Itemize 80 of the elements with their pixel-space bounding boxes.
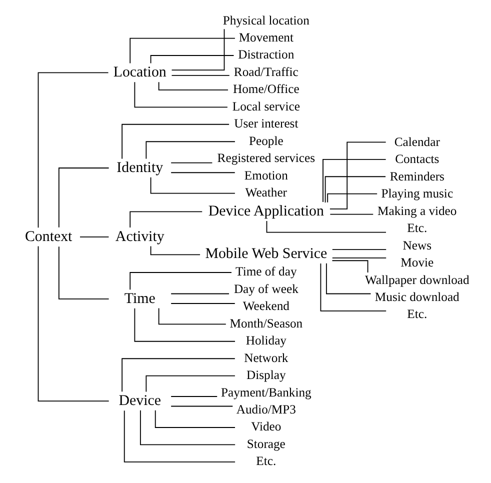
node-text: Video xyxy=(251,420,282,434)
connector xyxy=(158,82,228,90)
node-text: Weather xyxy=(245,185,288,200)
node-text: Local service xyxy=(232,99,300,114)
connector xyxy=(154,410,236,428)
node-text: Holiday xyxy=(246,334,286,348)
connector xyxy=(329,142,386,210)
connector xyxy=(170,396,218,397)
connector xyxy=(150,176,236,194)
connector xyxy=(140,410,236,446)
node-text: Wallpaper download xyxy=(364,272,470,287)
connector xyxy=(322,158,386,203)
connector xyxy=(158,308,226,325)
node-text: Activity xyxy=(115,228,164,245)
node-text: Making a video xyxy=(378,204,457,218)
node-text: Movement xyxy=(238,30,294,44)
node-text: News xyxy=(402,238,432,252)
node-text: Contacts xyxy=(395,152,440,166)
connector xyxy=(58,246,110,300)
node-text: Movie xyxy=(400,256,434,270)
connector xyxy=(38,246,110,402)
node-text: Home/Office xyxy=(233,82,300,96)
node-text: Device xyxy=(118,392,161,409)
connector xyxy=(130,272,232,290)
node-text: Day of week xyxy=(234,282,298,296)
connector xyxy=(146,375,236,392)
node-text: Time of day xyxy=(236,264,297,279)
node-text: Etc. xyxy=(256,454,276,468)
connector xyxy=(58,168,110,228)
node-text: Location xyxy=(113,64,166,81)
connector xyxy=(330,214,374,215)
node-text: Physical location xyxy=(222,13,310,28)
connector xyxy=(122,358,236,392)
connector xyxy=(134,308,236,342)
connector xyxy=(130,211,203,228)
connector xyxy=(327,193,378,203)
node-text: Etc. xyxy=(407,221,428,236)
connector xyxy=(124,410,236,462)
node-text: Registered services xyxy=(217,151,316,166)
node-text: Weekend xyxy=(242,299,290,314)
node-text: Month/Season xyxy=(230,316,303,330)
connector xyxy=(332,249,387,250)
connector xyxy=(332,260,368,273)
connector xyxy=(171,74,230,76)
connector xyxy=(150,55,234,64)
connector xyxy=(170,172,236,174)
node-text: Display xyxy=(246,368,286,382)
node-text: Identity xyxy=(116,160,164,176)
connector xyxy=(38,72,109,228)
connector xyxy=(80,236,110,238)
connector xyxy=(146,141,236,160)
connector xyxy=(170,406,234,407)
node-text: Audio/MP3 xyxy=(236,402,296,416)
connector xyxy=(130,38,236,64)
node-text: Distraction xyxy=(238,48,294,62)
connector xyxy=(324,176,386,203)
node-text: Road/Traffic xyxy=(234,64,298,79)
node-text: Emotion xyxy=(244,168,288,182)
node-text: Context xyxy=(24,228,72,245)
node-text: People xyxy=(249,134,284,148)
node-text: Mobile Web Service xyxy=(205,246,328,262)
connector xyxy=(122,124,230,160)
node-text: Payment/Banking xyxy=(220,385,312,400)
node-text: Network xyxy=(244,350,288,365)
node-text: Storage xyxy=(246,436,286,451)
connector xyxy=(134,82,228,108)
connector xyxy=(170,303,236,304)
node-text: Reminders xyxy=(390,169,444,184)
connector xyxy=(320,263,387,312)
connector xyxy=(326,262,372,294)
node-text: Time xyxy=(124,290,156,307)
connector xyxy=(171,28,225,70)
node-text: Etc. xyxy=(407,307,428,322)
connector xyxy=(170,293,230,294)
node-text: Music download xyxy=(374,290,460,304)
node-text: Calendar xyxy=(394,134,440,149)
node-text: Playing music xyxy=(381,186,454,201)
node-text: User interest xyxy=(234,116,298,131)
node-text: Device Application xyxy=(208,204,324,220)
connector xyxy=(170,162,213,164)
